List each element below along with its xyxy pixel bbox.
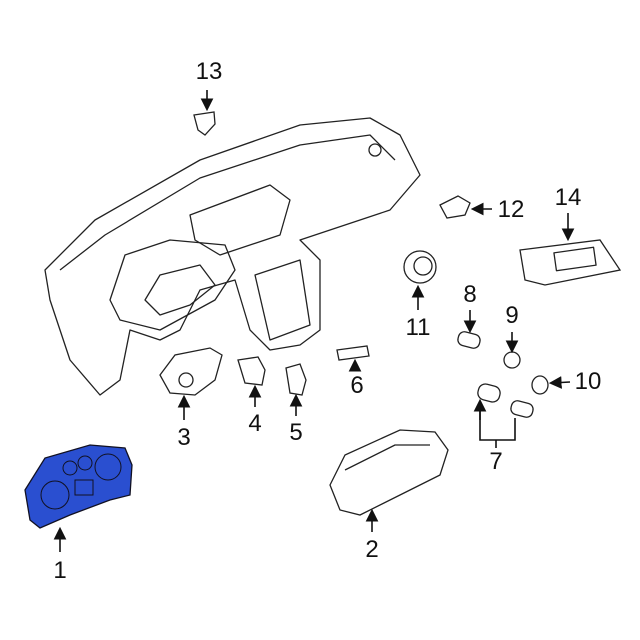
part-9 (503, 351, 521, 369)
part-3 (159, 347, 223, 396)
callout-11: 11 (405, 314, 431, 341)
part-11 (403, 250, 437, 284)
part-14 (519, 239, 622, 286)
part-6 (336, 345, 370, 361)
part-5 (285, 363, 307, 396)
part-4 (237, 356, 266, 386)
instrument-panel (44, 117, 421, 396)
instrument-cluster (329, 429, 449, 516)
callout-14: 14 (554, 184, 582, 211)
part-10 (531, 375, 549, 395)
callout-9: 9 (505, 302, 519, 329)
part-12 (439, 195, 471, 219)
instrument-cluster-highlighted (24, 444, 133, 529)
callout-12: 12 (497, 196, 525, 223)
callout-6: 6 (350, 372, 364, 399)
callout-13: 13 (195, 58, 223, 85)
part-8 (457, 331, 481, 349)
callout-1: 1 (53, 557, 67, 584)
callout-arrows (53, 90, 575, 552)
callout-8: 8 (463, 281, 477, 308)
callout-3: 3 (177, 424, 191, 451)
part-13 (193, 111, 216, 136)
callout-10: 10 (574, 368, 602, 395)
part-7a (477, 383, 501, 403)
callout-2: 2 (365, 536, 379, 563)
callout-4: 4 (248, 410, 262, 437)
part-7b (510, 400, 534, 418)
callout-5: 5 (289, 419, 303, 446)
callout-7: 7 (489, 448, 503, 475)
